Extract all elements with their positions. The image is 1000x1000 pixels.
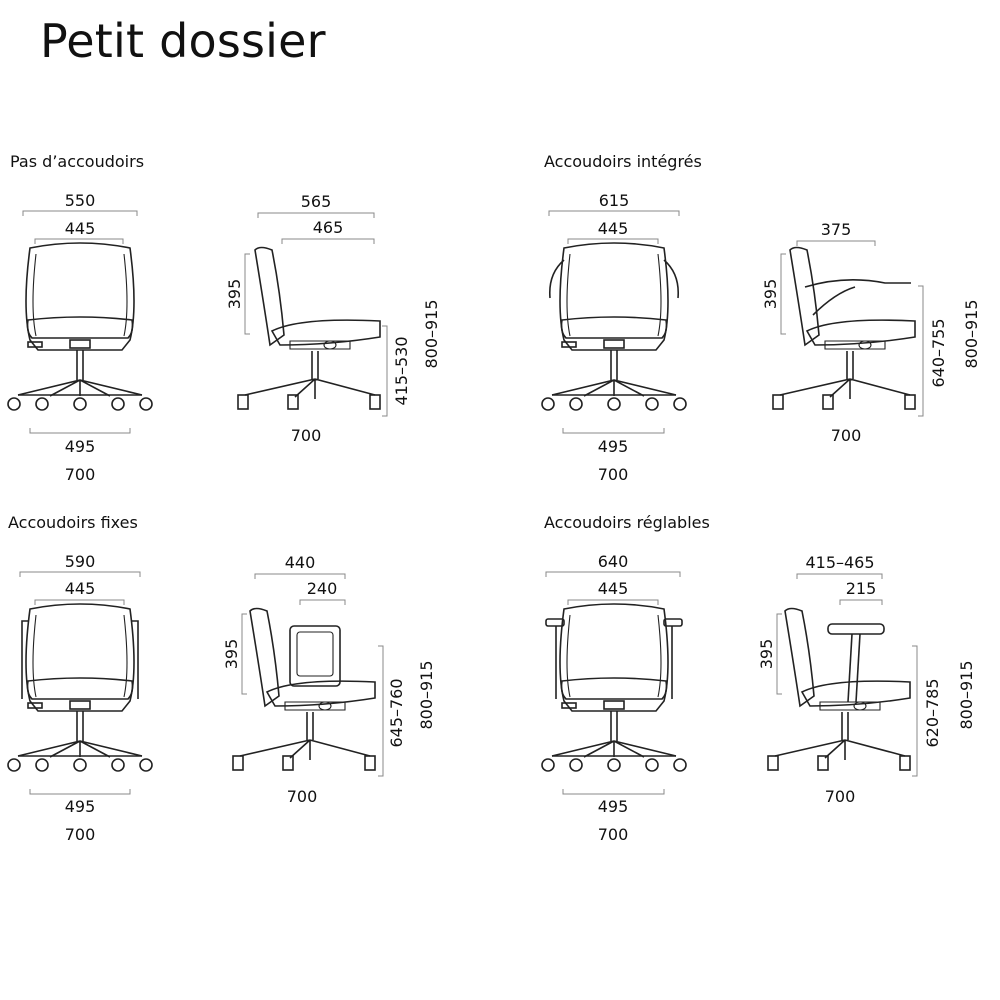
dim-side-seat-height: 620–785 <box>923 678 942 747</box>
dim-front-base: 495 <box>65 437 96 456</box>
dim-side-seat-height: 415–530 <box>392 336 411 405</box>
dim-front-inner: 445 <box>598 579 629 598</box>
dim-front-base-total: 700 <box>65 465 96 484</box>
group-label-integrated-armrests: Accoudoirs intégrés <box>544 152 702 171</box>
dim-side-seat-height: 645–760 <box>387 678 406 747</box>
dim-side-depth: 415–465 <box>805 553 874 572</box>
side-view-no-armrests <box>237 246 381 410</box>
dim-front-base-total: 700 <box>598 465 629 484</box>
dim-side-back-height: 395 <box>225 279 244 310</box>
dim-side-depth: 375 <box>821 220 852 239</box>
dim-side-total-height: 800–915 <box>417 660 436 729</box>
dim-front-outer: 640 <box>598 552 629 571</box>
dim-front-base-total: 700 <box>65 825 96 844</box>
group-label-fixed-armrests: Accoudoirs fixes <box>8 513 138 532</box>
dim-side-depth: 565 <box>301 192 332 211</box>
dim-side-seat-height: 640–755 <box>929 318 948 387</box>
dim-side-seat-depth: 465 <box>313 218 344 237</box>
dim-side-depth: 440 <box>285 553 316 572</box>
dim-front-outer: 550 <box>65 191 96 210</box>
dim-side-total-height: 800–915 <box>422 299 441 368</box>
side-view-adjustable-armrests <box>767 607 911 771</box>
dim-front-outer: 615 <box>599 191 630 210</box>
dim-front-inner: 445 <box>598 219 629 238</box>
dim-side-base: 700 <box>287 787 318 806</box>
dim-side-back-height: 395 <box>761 279 780 310</box>
dim-front-inner: 445 <box>65 219 96 238</box>
front-view-no-armrests <box>7 242 153 411</box>
dim-front-outer: 590 <box>65 552 96 571</box>
page-title: Petit dossier <box>40 14 326 68</box>
dim-side-seat-depth: 240 <box>307 579 338 598</box>
dim-side-total-height: 800–915 <box>957 660 976 729</box>
dim-side-base: 700 <box>291 426 322 445</box>
dim-side-back-height: 395 <box>757 639 776 670</box>
dim-front-inner: 445 <box>65 579 96 598</box>
dim-side-seat-depth: 215 <box>846 579 877 598</box>
side-view-fixed-armrests <box>232 607 376 771</box>
dim-front-base-total: 700 <box>598 825 629 844</box>
dim-side-back-height: 395 <box>222 639 241 670</box>
front-view-integrated-armrests <box>541 242 687 411</box>
front-view-fixed-armrests <box>7 603 153 772</box>
dim-side-base: 700 <box>831 426 862 445</box>
group-label-adjustable-armrests: Accoudoirs réglables <box>544 513 710 532</box>
front-view-adjustable-armrests <box>541 603 687 772</box>
dim-side-base: 700 <box>825 787 856 806</box>
group-label-no-armrests: Pas d’accoudoirs <box>10 152 145 171</box>
dim-front-base: 495 <box>598 797 629 816</box>
dim-front-base: 495 <box>598 437 629 456</box>
dim-front-base: 495 <box>65 797 96 816</box>
side-view-integrated-armrests <box>772 246 916 410</box>
dim-side-total-height: 800–915 <box>962 299 981 368</box>
